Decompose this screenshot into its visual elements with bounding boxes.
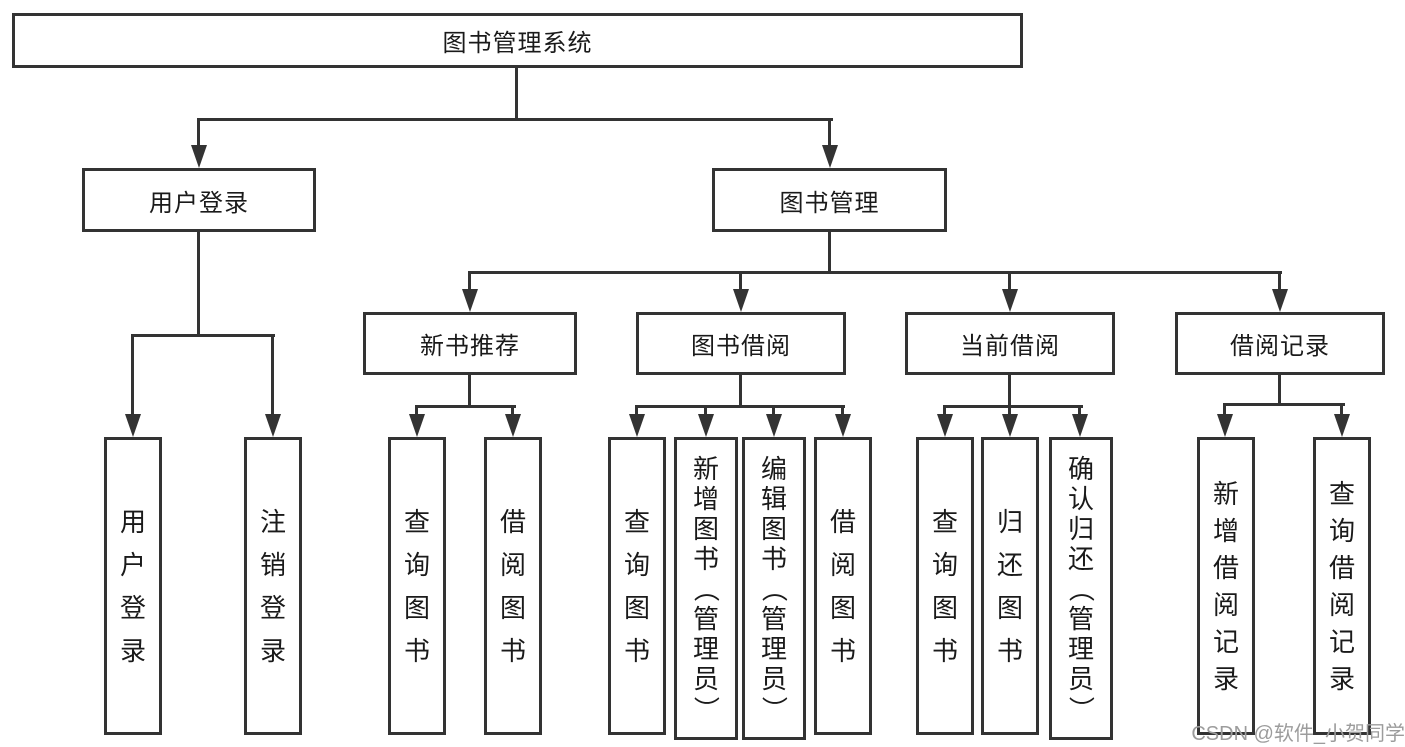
connector-book-management-rail	[468, 271, 1282, 274]
connector-drop-leaf	[1223, 403, 1226, 415]
connector-stem	[468, 375, 471, 408]
connector-drop-leaf	[943, 405, 946, 415]
node-user-login: 用户登录	[82, 168, 316, 232]
leaf-confirm-return-admin: 确认归还（管理员）	[1049, 437, 1113, 740]
leaf-query-borrow-record: 查询借阅记录	[1313, 437, 1371, 735]
node-book-management: 图书管理	[712, 168, 947, 232]
connector-drop-leaf	[704, 405, 707, 415]
arrow-down-icon	[125, 414, 141, 437]
node-label: 借阅记录	[1230, 333, 1330, 360]
node-label: 图书管理	[779, 189, 880, 217]
arrow-down-icon	[937, 414, 953, 437]
node-label: 图书借阅	[691, 333, 791, 360]
arrow-down-icon	[1002, 289, 1018, 312]
connector-drop-leaf	[131, 334, 134, 415]
connector-drop-borrow-records	[1278, 271, 1281, 291]
node-label: 新书推荐	[420, 333, 520, 360]
arrow-down-icon	[835, 414, 851, 437]
node-label: 当前借阅	[960, 333, 1060, 360]
arrow-down-icon	[505, 414, 521, 437]
leaf-label: 借阅图书	[829, 506, 856, 666]
connector-drop-current-borrow	[1008, 271, 1011, 291]
arrow-down-icon	[1272, 289, 1288, 312]
leaf-label: 查询借阅记录	[1328, 478, 1355, 694]
arrow-down-icon	[822, 145, 838, 168]
connector-drop-leaf	[415, 405, 418, 415]
connector-rail	[1223, 403, 1345, 406]
connector-drop-leaf	[1078, 405, 1081, 415]
node-label: 用户登录	[149, 189, 249, 217]
connector-root-stem	[515, 68, 518, 120]
connector-user-login-stem	[197, 232, 200, 336]
connector-drop-leaf	[635, 405, 638, 415]
leaf-logout: 注销登录	[244, 437, 302, 735]
leaf-label: 归还图书	[996, 506, 1023, 666]
leaf-edit-book-admin: 编辑图书（管理员）	[742, 437, 806, 740]
connector-stem	[1008, 375, 1011, 408]
leaf-borrow-books-recommend: 借阅图书	[484, 437, 542, 735]
connector-stem	[1278, 375, 1281, 406]
arrow-down-icon	[1217, 414, 1233, 437]
connector-rail	[415, 405, 516, 408]
connector-drop-leaf	[841, 405, 844, 415]
connector-rail	[943, 405, 1083, 408]
leaf-query-books-current: 查询图书	[916, 437, 974, 735]
leaf-label: 新增图书（管理员）	[690, 453, 721, 722]
leaf-add-borrow-record: 新增借阅记录	[1197, 437, 1255, 735]
leaf-label: 编辑图书（管理员）	[758, 453, 789, 722]
node-current-borrowing: 当前借阅	[905, 312, 1115, 375]
leaf-borrow-books: 借阅图书	[814, 437, 872, 735]
connector-root-rail	[197, 118, 833, 121]
leaf-label: 查询图书	[403, 506, 430, 666]
leaf-label: 用户登录	[119, 506, 146, 666]
connector-rail	[635, 405, 845, 408]
connector-drop-new-book	[468, 271, 471, 291]
connector-book-management-stem	[828, 232, 831, 274]
arrow-down-icon	[766, 414, 782, 437]
leaf-label: 注销登录	[259, 506, 286, 666]
arrow-down-icon	[733, 289, 749, 312]
leaf-return-book: 归还图书	[981, 437, 1039, 735]
leaf-label: 借阅图书	[499, 506, 526, 666]
arrow-down-icon	[1002, 414, 1018, 437]
leaf-query-books-borrow: 查询图书	[608, 437, 666, 735]
connector-drop-leaf	[1008, 405, 1011, 415]
arrow-down-icon	[462, 289, 478, 312]
leaf-user-login: 用户登录	[104, 437, 162, 735]
node-book-borrowing: 图书借阅	[636, 312, 846, 375]
csdn-watermark: CSDN @软件_小贺同学	[1191, 723, 1405, 745]
node-library-management-system: 图书管理系统	[12, 13, 1023, 68]
connector-drop-book-management	[828, 118, 831, 146]
arrow-down-icon	[1072, 414, 1088, 437]
connector-drop-leaf	[772, 405, 775, 415]
connector-drop-leaf	[271, 334, 274, 415]
node-new-book-recommendation: 新书推荐	[363, 312, 577, 375]
arrow-down-icon	[1334, 414, 1350, 437]
connector-stem	[739, 375, 742, 408]
leaf-label: 确认归还（管理员）	[1065, 453, 1096, 722]
leaf-label: 查询图书	[623, 506, 650, 666]
arrow-down-icon	[698, 414, 714, 437]
arrow-down-icon	[191, 145, 207, 168]
arrow-down-icon	[629, 414, 645, 437]
leaf-add-book-admin: 新增图书（管理员）	[674, 437, 738, 740]
leaf-query-books-recommend: 查询图书	[388, 437, 446, 735]
connector-user-login-rail	[131, 334, 275, 337]
arrow-down-icon	[265, 414, 281, 437]
connector-drop-leaf	[511, 405, 514, 415]
node-label: 图书管理系统	[442, 30, 593, 57]
leaf-label: 新增借阅记录	[1212, 478, 1239, 694]
leaf-label: 查询图书	[931, 506, 958, 666]
connector-drop-book-borrow	[739, 271, 742, 291]
arrow-down-icon	[409, 414, 425, 437]
node-borrowing-records: 借阅记录	[1175, 312, 1385, 375]
connector-drop-leaf	[1340, 403, 1343, 415]
connector-drop-user-login	[197, 118, 200, 146]
